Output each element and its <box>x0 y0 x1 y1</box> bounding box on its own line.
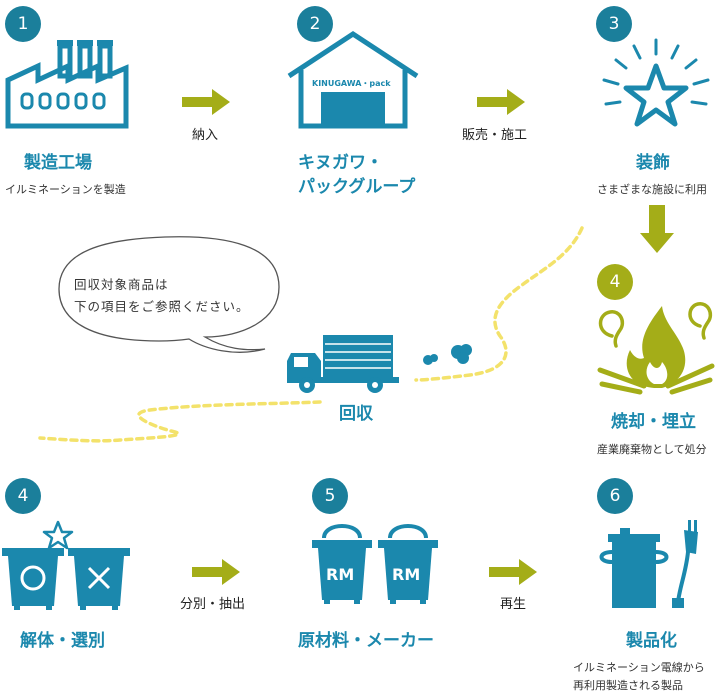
arrow-label: 納入 <box>192 128 219 143</box>
arrow-down-icon <box>640 205 674 253</box>
rm-bins-icon <box>312 524 438 604</box>
arrow-label: 再生 <box>500 597 527 612</box>
kinugawa-logo: KINUGAWA・pack <box>312 79 391 88</box>
step-title: 焼却・埋立 <box>611 412 696 432</box>
step-title-line2: パックグループ <box>298 177 416 197</box>
sorting-bins-icon <box>2 520 130 610</box>
arrow-label: 販売・施工 <box>462 128 528 143</box>
step-number-badge: 5 <box>312 478 348 514</box>
step-number-badge: 3 <box>596 6 632 42</box>
warehouse-icon <box>287 31 419 129</box>
fire-icon <box>597 302 715 395</box>
sparkling-star-icon <box>602 38 710 127</box>
step-description-line2: 再利用製造される製品 <box>573 679 683 692</box>
step-title-line1: キヌガワ・ <box>298 153 383 173</box>
step-number-badge: 6 <box>597 478 633 514</box>
step-title: 原材料・メーカー <box>298 631 434 651</box>
bubble-text-line1: 回収対象商品は <box>74 277 169 292</box>
arrow-right-icon <box>192 559 240 585</box>
arrow-right-icon <box>489 559 537 585</box>
step-description: 産業廃棄物として処分 <box>597 443 707 456</box>
step-title: 装飾 <box>636 153 670 173</box>
bin-label: RM <box>392 565 421 584</box>
arrow-right-icon <box>477 89 525 115</box>
step-title: 解体・選別 <box>20 631 105 651</box>
pot-and-plug-icon <box>599 520 698 608</box>
exhaust-smoke-icon <box>423 344 472 365</box>
step-description: イルミネーションを製造 <box>5 183 126 196</box>
step-number-badge: 4 <box>597 264 633 300</box>
speech-bubble <box>58 236 280 353</box>
arrow-label: 分別・抽出 <box>180 597 246 612</box>
step-number-badge: 2 <box>297 6 333 42</box>
step-description-line1: イルミネーション電線から <box>573 661 705 674</box>
bin-label: RM <box>326 565 355 584</box>
arrow-right-icon <box>182 89 230 115</box>
step-number-badge: 4 <box>5 478 41 514</box>
factory-icon <box>5 40 129 129</box>
truck-icon <box>287 335 399 393</box>
step-title: 製品化 <box>626 631 677 651</box>
step-title: 製造工場 <box>24 153 92 173</box>
bubble-text-line2: 下の項目をご参照ください。 <box>74 299 250 314</box>
collection-label: 回収 <box>339 404 373 424</box>
step-description: さまざまな施設に利用 <box>597 183 707 196</box>
step-number-badge: 1 <box>5 6 41 42</box>
